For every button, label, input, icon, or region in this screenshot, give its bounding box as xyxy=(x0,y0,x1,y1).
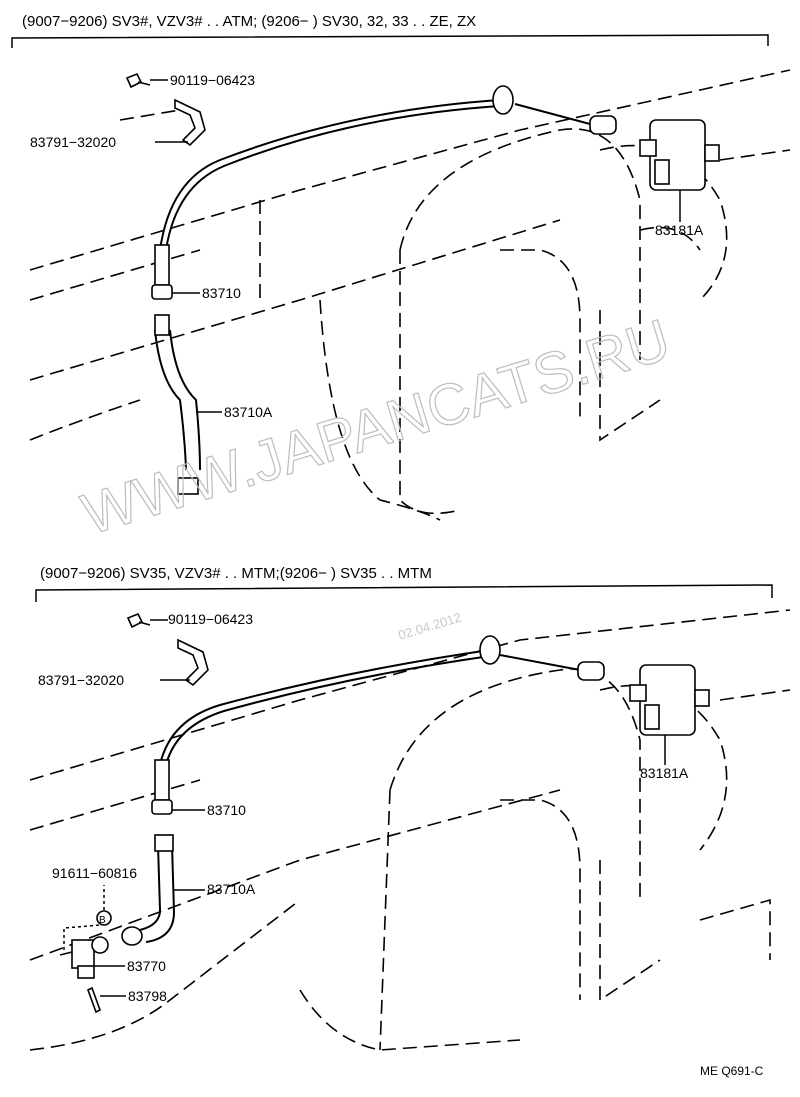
lower-cable-end xyxy=(154,834,174,852)
label-bracket: 83791−32020 xyxy=(38,672,124,688)
section-bracket-line xyxy=(35,584,773,602)
grommet xyxy=(492,85,514,115)
bolt-icon xyxy=(126,612,151,629)
label-driven-gear: 83770 xyxy=(127,958,166,974)
ref-b-label: B xyxy=(99,915,106,926)
section-atm: (9007−9206) SV3#, VZV3# . . ATM; (9206− … xyxy=(11,13,791,521)
cable-end-fitting xyxy=(577,661,605,681)
grommet xyxy=(479,635,501,665)
bolt-icon xyxy=(125,72,151,89)
section-header: (9007−9206) SV3#, VZV3# . . ATM; (9206− … xyxy=(22,13,476,30)
label-cable-lower: 83710A xyxy=(207,881,256,897)
section-mtm: (9007−9206) SV35, VZV3# . . MTM;(9206− )… xyxy=(29,565,791,1051)
watermark-date: 02.04.2012 xyxy=(396,609,463,642)
label-cable-inner: 83710 xyxy=(202,285,241,301)
bracket-icon xyxy=(177,638,209,687)
cable-sleeve xyxy=(154,244,170,286)
speedometer-assembly xyxy=(629,664,710,736)
lower-cable-end xyxy=(154,314,170,336)
footer-code: ME Q691-C xyxy=(700,1064,764,1078)
lower-cable-connector xyxy=(177,477,199,495)
label-cable-lower: 83710A xyxy=(224,404,273,420)
cable-end-fitting xyxy=(589,115,617,135)
clip-icon xyxy=(87,986,101,1014)
ref-b-marker xyxy=(96,910,112,926)
label-cable-assembly: 83181A xyxy=(655,222,704,238)
bracket-icon xyxy=(174,98,206,147)
section-header: (9007−9206) SV35, VZV3# . . MTM;(9206− )… xyxy=(40,565,432,582)
watermark: WWW.JAPANCATS.RU xyxy=(75,307,677,548)
cable-nut xyxy=(151,284,173,300)
label-bolt: 90119−06423 xyxy=(170,72,255,88)
label-clip: 83798 xyxy=(128,988,167,1004)
vehicle-body-outline xyxy=(29,69,791,521)
driven-gear-icon xyxy=(59,936,109,979)
lower-cable-connector xyxy=(121,926,143,946)
label-bolt: 90119−06423 xyxy=(168,611,253,627)
label-bracket: 83791−32020 xyxy=(30,134,116,150)
vehicle-body-outline xyxy=(29,609,791,1051)
label-bolt-b: 91611−60816 xyxy=(52,865,137,881)
cable-nut xyxy=(151,799,173,815)
section-bracket-line xyxy=(11,34,769,48)
speedometer-assembly xyxy=(639,119,720,191)
cable-sleeve xyxy=(154,759,170,801)
label-cable-assembly: 83181A xyxy=(640,765,689,781)
speedometer-cable xyxy=(159,99,501,251)
label-cable-inner: 83710 xyxy=(207,802,246,818)
